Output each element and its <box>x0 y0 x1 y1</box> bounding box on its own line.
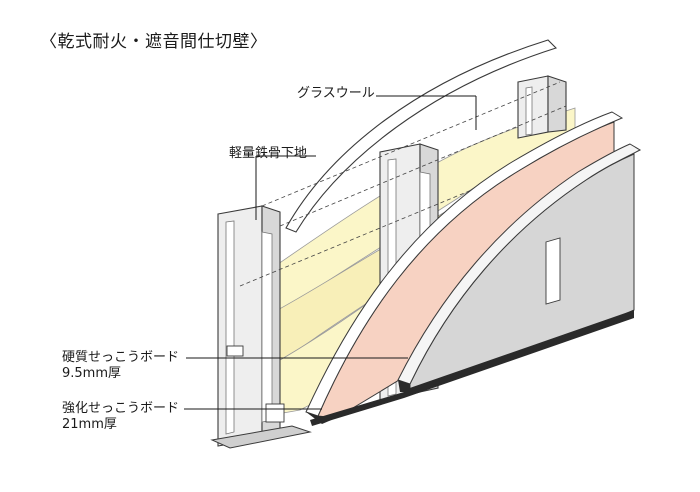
label-hard-gypsum-name: 硬質せっこうボード <box>62 350 180 365</box>
label-reinforced-gypsum-name: 強化せっこうボード <box>62 401 180 416</box>
label-hard-gypsum: 硬質せっこうボード 9.5mm厚 <box>62 350 179 383</box>
steel-stud-left <box>217 205 285 447</box>
hard-gypsum-board-edge <box>305 111 624 417</box>
label-reinforced-gypsum: 強化せっこうボード 21mm厚 <box>62 401 179 434</box>
reinforced-gypsum-board-edge <box>397 143 642 385</box>
base-runner <box>210 425 312 449</box>
diagram-title: 〈乾式耐火・遮音間仕切壁〉 <box>40 32 268 52</box>
board-joint <box>545 237 561 305</box>
label-hard-gypsum-thickness: 9.5mm厚 <box>62 366 122 382</box>
steel-stud-back <box>517 75 567 139</box>
label-glass-wool: グラスウール <box>297 86 375 101</box>
back-board-outline <box>285 39 558 233</box>
label-reinforced-gypsum-thickness: 21mm厚 <box>62 417 117 433</box>
floor-base-strip-left <box>310 392 404 426</box>
floor-base-strip <box>404 310 634 398</box>
leader-lines <box>184 95 477 410</box>
label-light-steel: 軽量鉄骨下地 <box>229 146 308 161</box>
